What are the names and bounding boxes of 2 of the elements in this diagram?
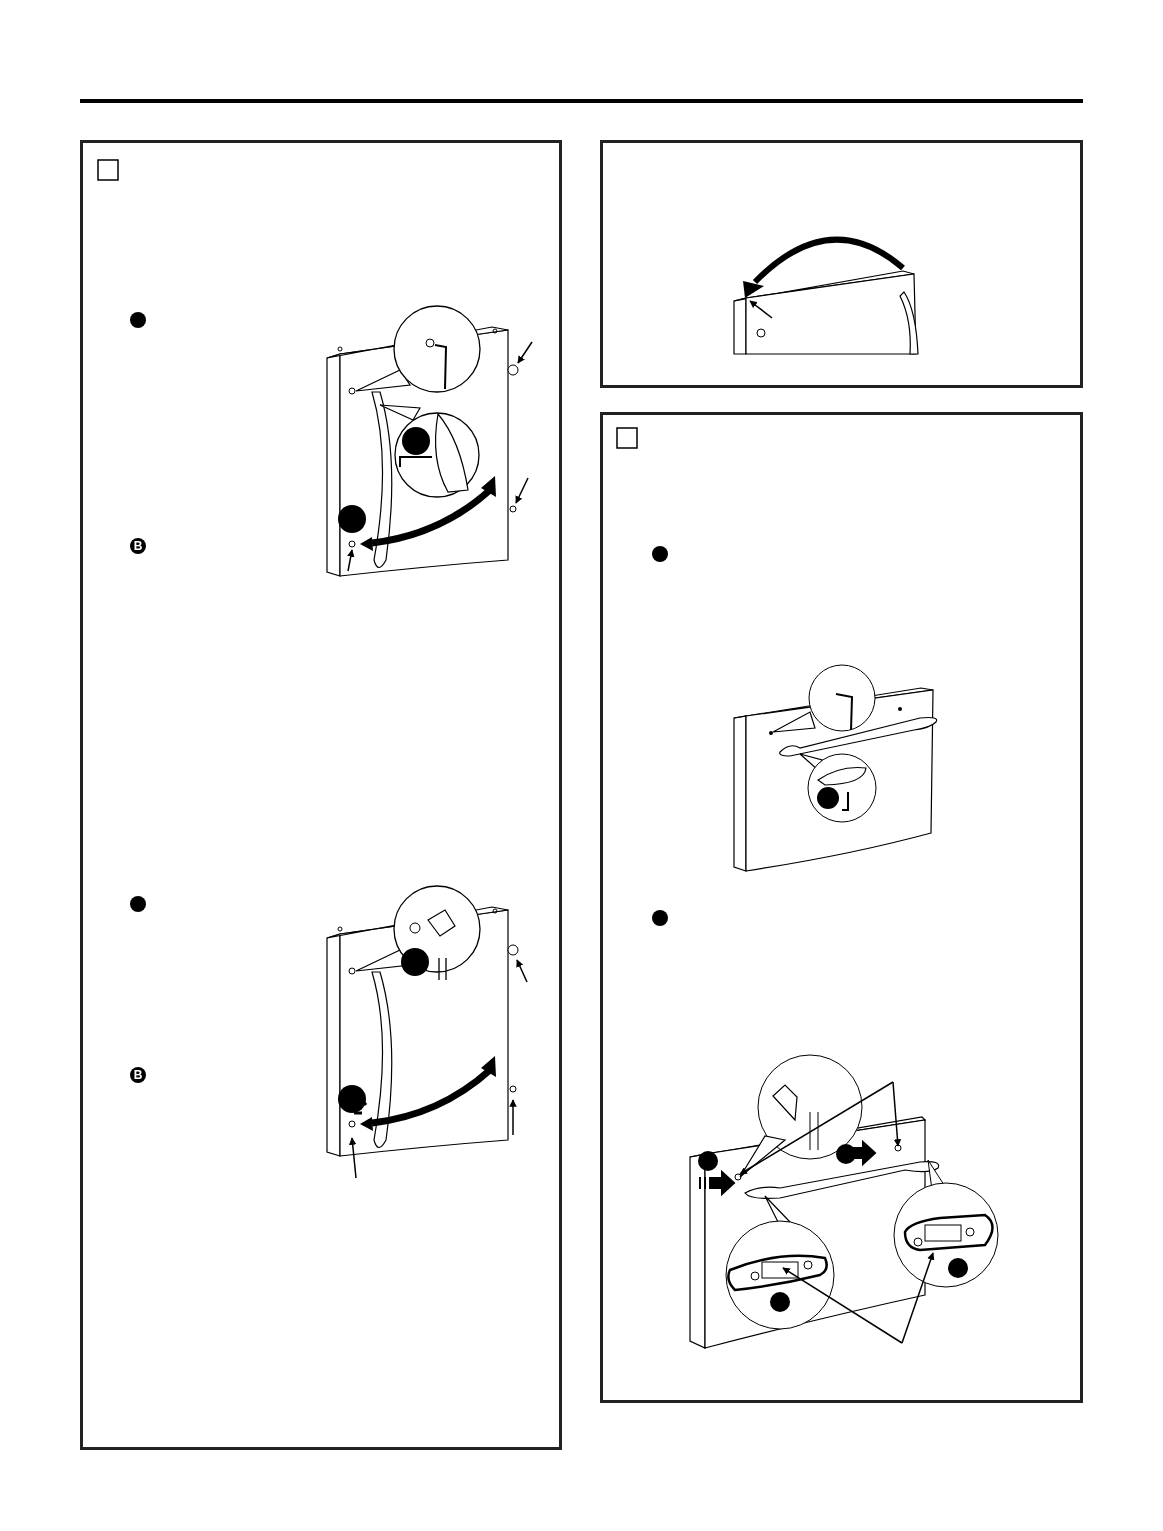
callout-letter: B [130, 1067, 146, 1083]
callout-letter: B [130, 538, 146, 554]
